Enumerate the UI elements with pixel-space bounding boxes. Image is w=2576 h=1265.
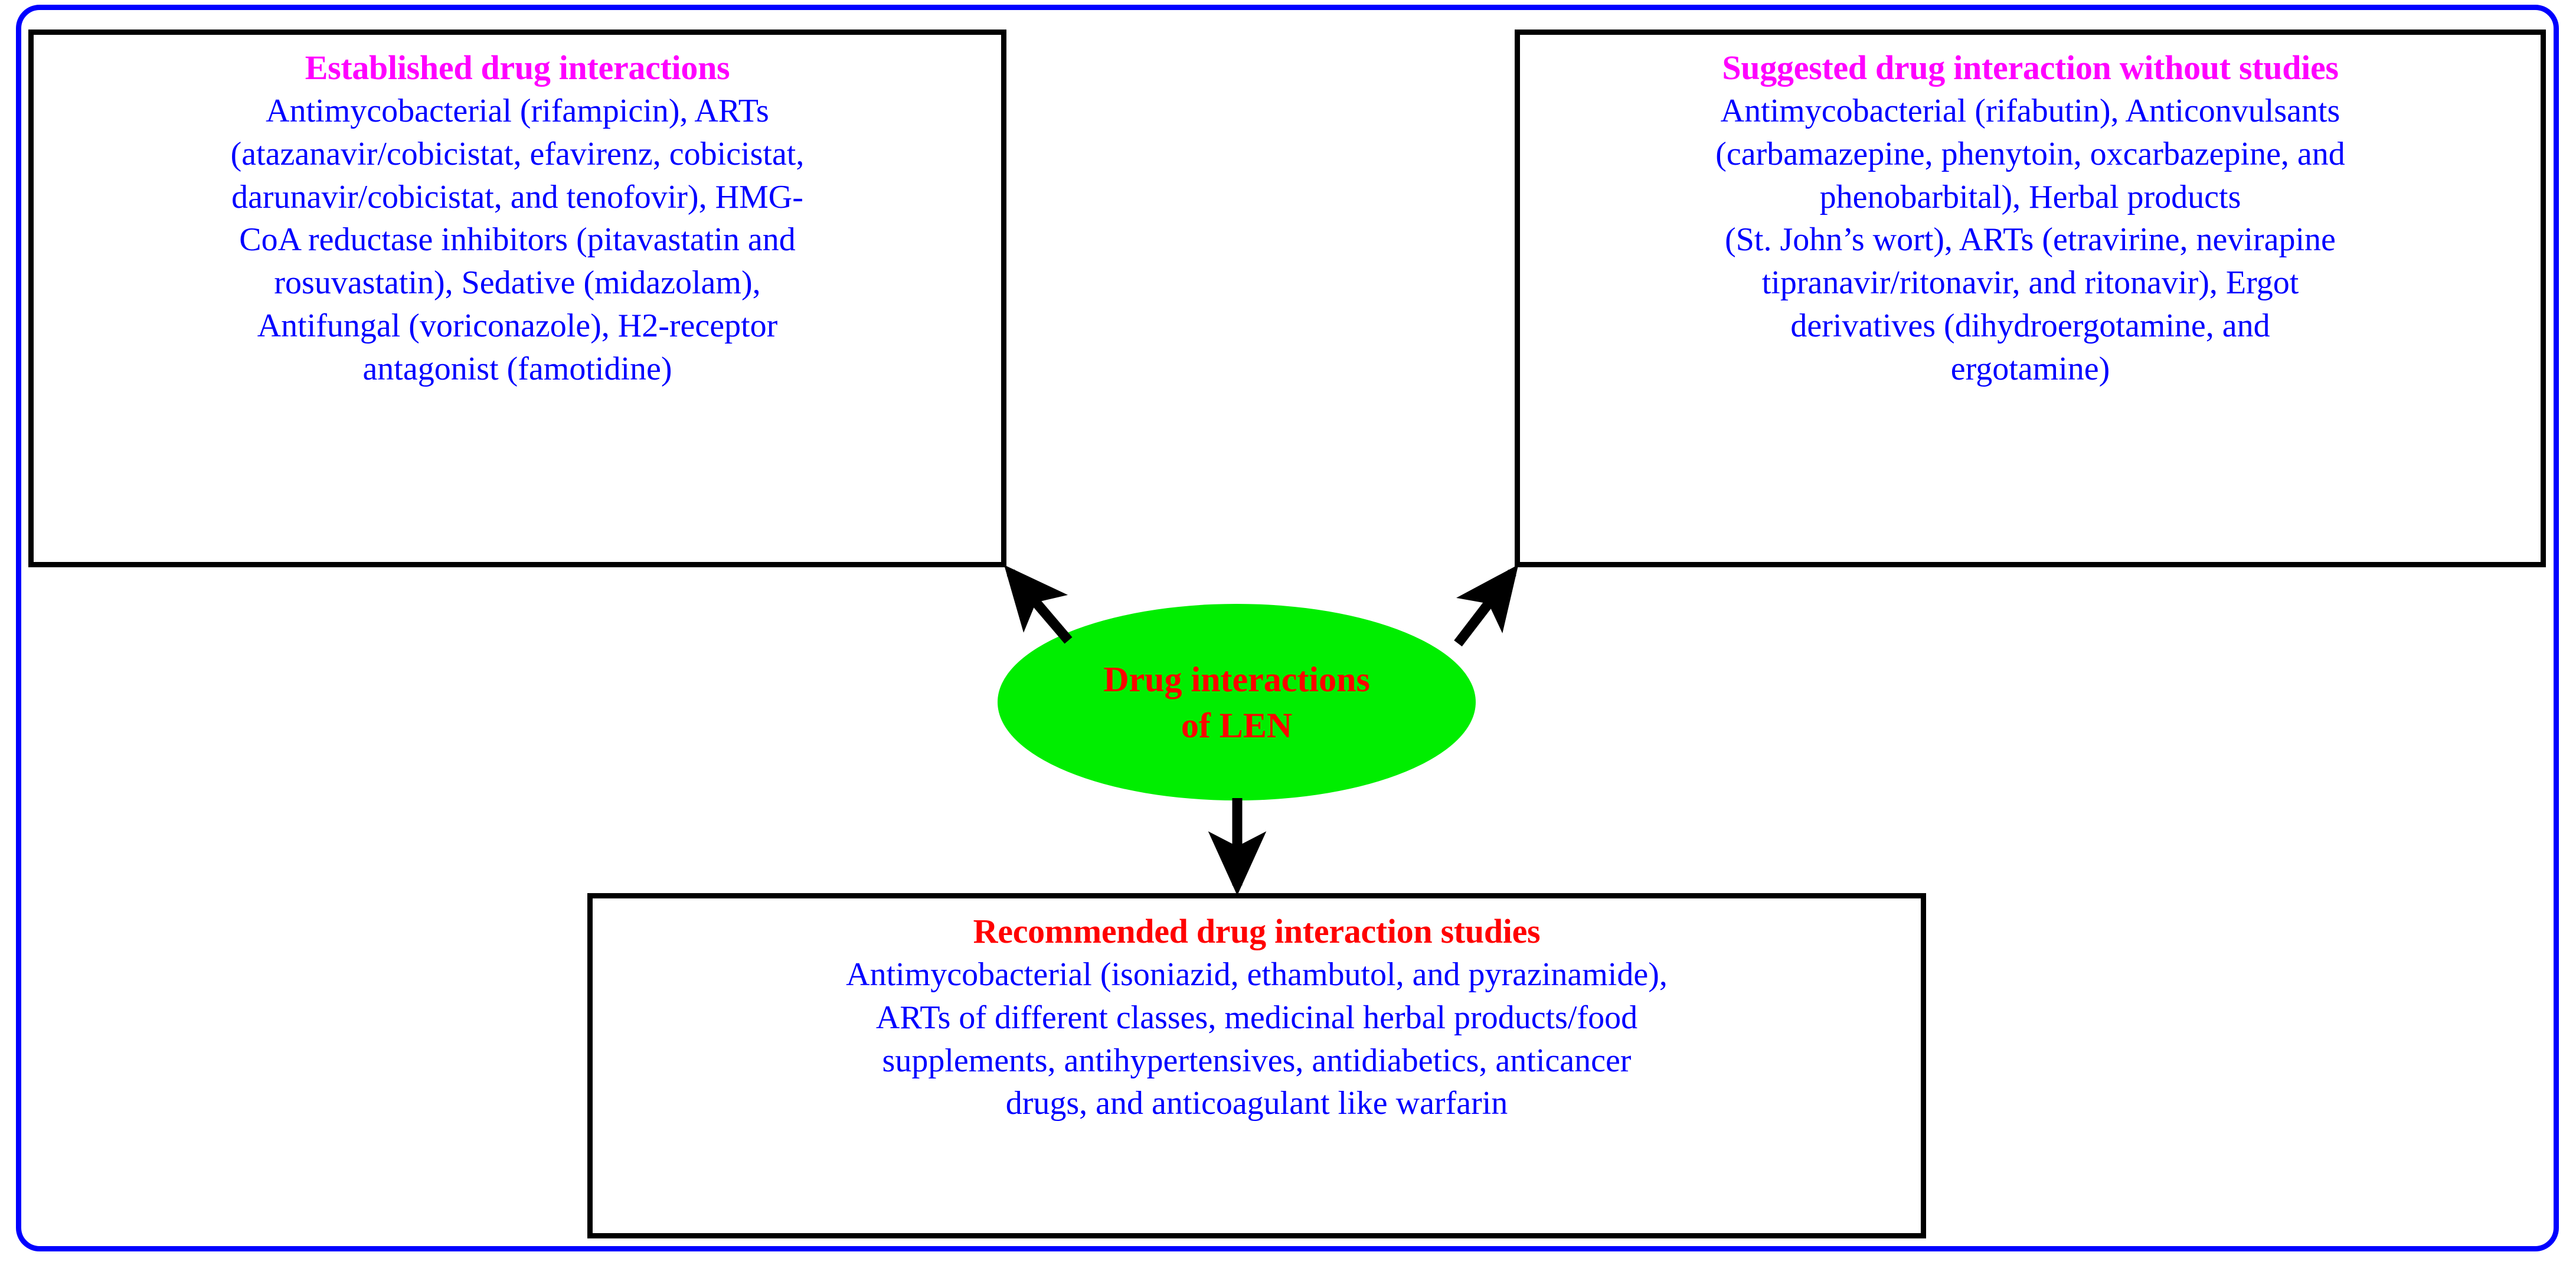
recommended-drug-interaction-studies-box[interactable]: Recommended drug interaction studies Ant…: [587, 893, 1926, 1238]
center-node-drug-interactions-of-len[interactable]: Drug interactions of LEN: [998, 604, 1476, 800]
center-node-line-1: Drug interactions: [1103, 659, 1370, 699]
established-box-body: Antimycobacterial (rifampicin), ARTs (at…: [230, 92, 805, 387]
established-drug-interactions-box[interactable]: Established drug interactions Antimycoba…: [28, 30, 1006, 567]
center-node-line-2: of LEN: [1181, 705, 1293, 745]
arrow-to-established-icon: [1003, 565, 1073, 644]
arrow-to-suggested-icon: [1454, 564, 1519, 647]
suggested-box-body: Antimycobacterial (rifabutin), Anticonvu…: [1715, 92, 2345, 387]
established-box-title: Established drug interactions: [305, 48, 730, 87]
suggested-box-title: Suggested drug interaction without studi…: [1722, 48, 2339, 87]
recommended-box-title: Recommended drug interaction studies: [973, 912, 1541, 950]
suggested-drug-interaction-box[interactable]: Suggested drug interaction without studi…: [1515, 30, 2546, 567]
recommended-box-body: Antimycobacterial (isoniazid, ethambutol…: [846, 956, 1668, 1122]
